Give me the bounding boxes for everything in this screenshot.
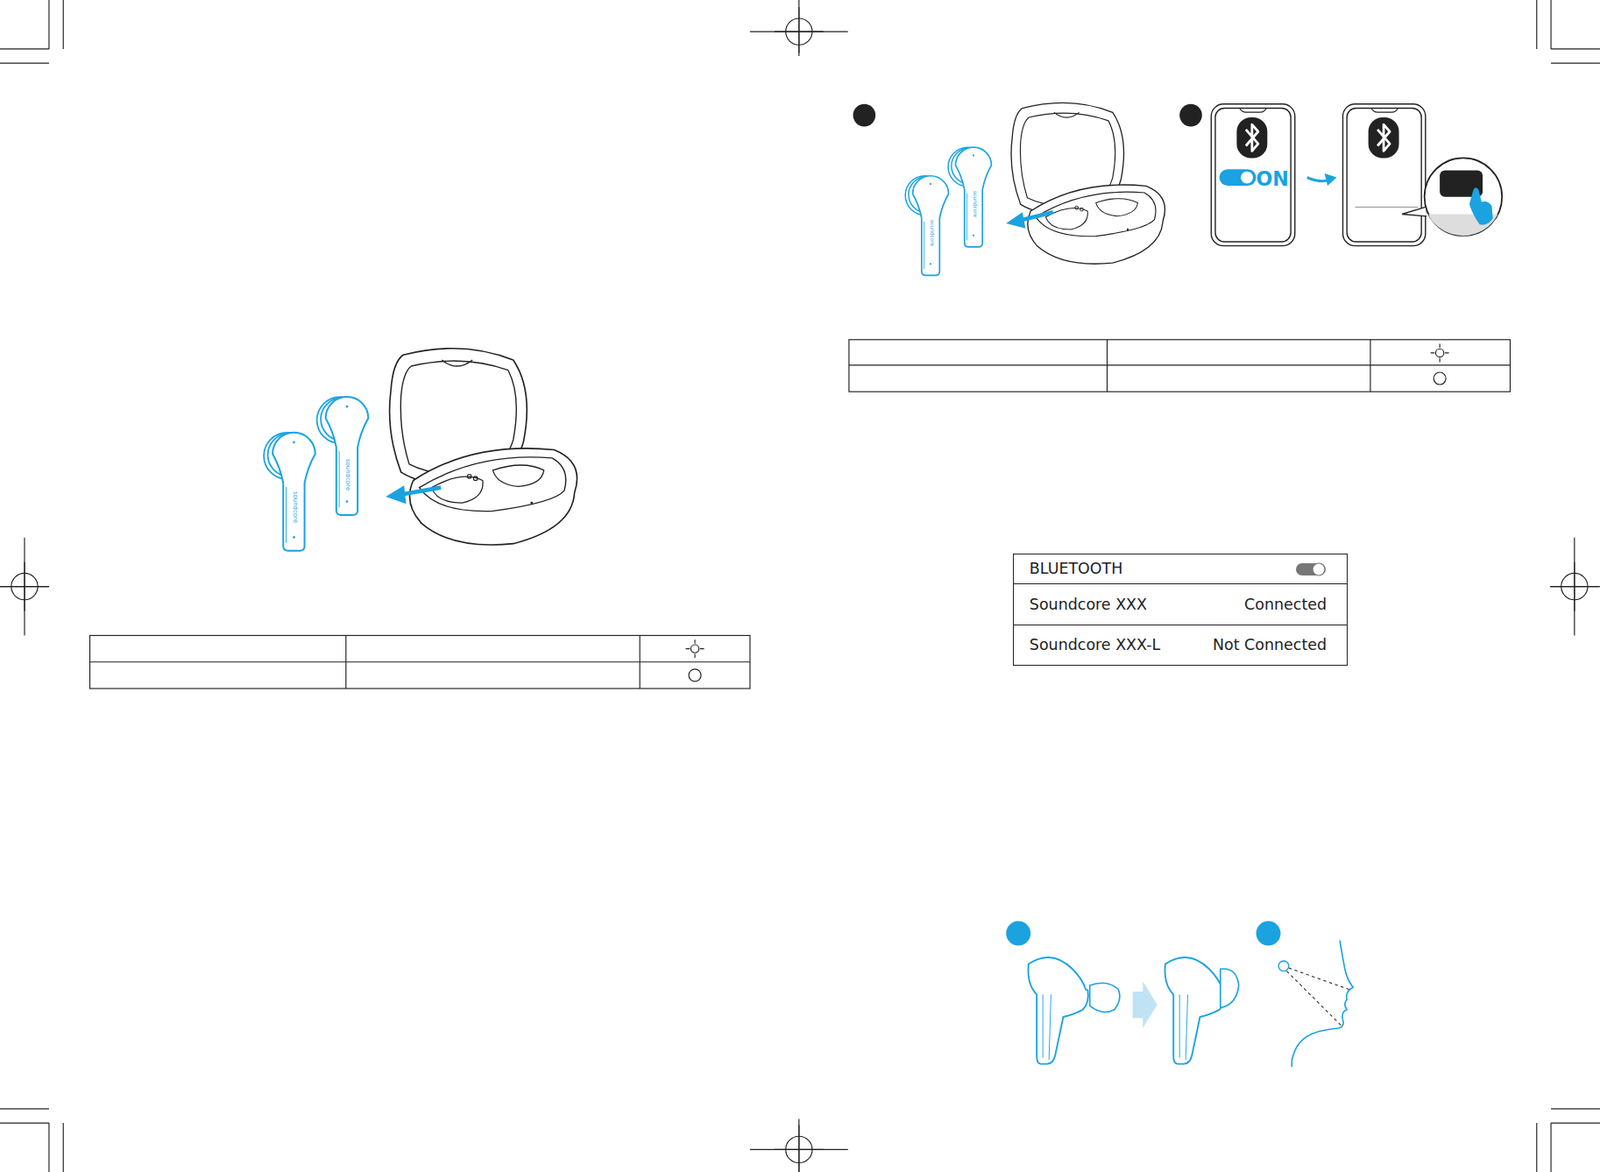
toggle-state: ON xyxy=(1256,169,1289,189)
connection-status: Connected xyxy=(1244,595,1327,614)
settings-panel: BLUETOOTHSoundcore XXXConnectedSoundcore… xyxy=(1012,553,1348,666)
device-row: Soundcore XXX Connected xyxy=(1013,583,1347,625)
panel-heading: BLUETOOTH xyxy=(1013,554,1347,584)
brand-mark: soundcore xyxy=(971,191,977,218)
device-name: Soundcore XXX xyxy=(1029,595,1147,614)
brand-mark: soundcore xyxy=(345,458,352,490)
brand-mark: soundcore xyxy=(928,219,935,246)
toggle-switch xyxy=(1295,561,1327,578)
connection-status: Not Connected xyxy=(1212,636,1327,654)
device-name: Soundcore XXX-L xyxy=(1029,636,1161,654)
device-row: Soundcore XXX-L Not Connected xyxy=(1013,624,1347,666)
brand-mark: soundcore xyxy=(291,491,298,524)
